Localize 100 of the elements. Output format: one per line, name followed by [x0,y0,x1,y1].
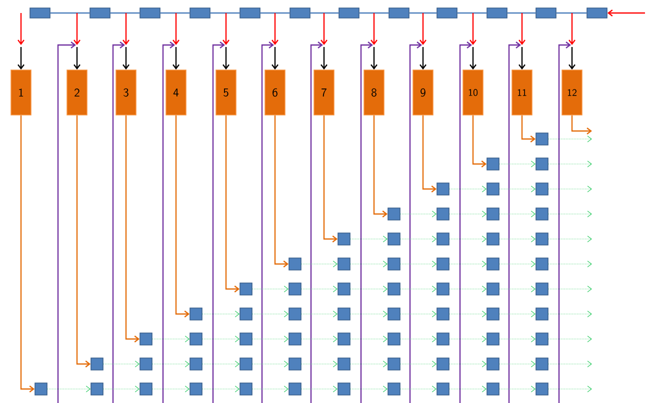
cell-box [436,182,450,196]
arrow [175,115,190,318]
arrow [499,360,536,368]
arrow [310,42,323,403]
arrow [222,47,230,70]
arrow [125,115,140,342]
arrow [252,286,289,292]
process-box: 8 [364,70,384,116]
arrow [499,386,536,392]
arrow [422,115,437,192]
process-box: 1 [10,70,32,116]
cell-box [536,308,548,320]
process-box: 11 [512,70,532,116]
cell-box [288,358,302,370]
cell-box [388,382,400,396]
arrow [548,336,592,342]
arrow [301,336,338,342]
arrow [373,115,388,218]
cell-box [436,258,450,270]
arrow [568,13,576,45]
cell-box [388,282,400,296]
bus-line [507,12,536,14]
arrow [499,236,536,242]
cell-box [140,382,152,396]
cell-box [190,332,202,346]
arrow [350,236,388,242]
arrow [548,210,592,218]
cell-box [436,232,450,246]
cell-box [486,158,500,170]
cell-box [536,132,548,146]
bus-line [260,12,290,14]
register-box [486,8,508,18]
cell-box [190,358,202,370]
register-box [190,8,210,18]
arrow [350,386,388,392]
cell-box [388,332,400,346]
cell-box [240,382,252,396]
arrow [449,286,487,292]
arrow [152,386,190,392]
bus-line [310,12,339,14]
cell-box [338,332,350,346]
arrow [222,13,230,45]
arrow [252,386,289,392]
cell-box [486,382,500,396]
arrow [172,47,180,70]
arrow [20,115,35,392]
cell-box [190,382,202,396]
cell-box [536,258,548,270]
cell-box [140,332,152,346]
cell-box [240,358,252,370]
register-box [140,8,160,18]
register-box [586,8,608,18]
cell-box [338,358,350,370]
bus-line [110,12,140,14]
arrow [350,310,388,318]
arrow [400,310,437,318]
arrow [499,336,536,342]
arrow [74,47,80,70]
arrow [518,47,526,70]
register-box [30,8,50,18]
cell-box [388,208,400,220]
cell-box [436,382,450,396]
arrow [162,42,175,403]
cell-box [288,382,302,396]
arrow [301,360,338,368]
cell-box [338,282,350,296]
cell-box [536,158,548,170]
arrow [370,13,378,45]
arrow [400,260,437,268]
arrow [459,42,472,403]
cell-box [288,282,302,296]
arrow [272,13,278,45]
arrow [548,360,592,368]
process-box: 6 [264,70,286,116]
arrow [548,286,592,292]
arrow [202,360,240,368]
arrow [499,310,536,318]
cell-box [536,358,548,370]
arrow [470,47,476,70]
bus-line [556,12,587,14]
register-box [240,8,260,18]
cell-box [486,258,500,270]
arrow [472,115,487,168]
arrow [301,260,338,268]
arrow [449,210,487,218]
cell-box [240,332,252,346]
arrow [103,386,140,392]
cell-box [436,332,450,346]
arrow [499,210,536,218]
cell-box [436,282,450,296]
arrow [548,260,592,268]
cell-box [338,232,350,246]
arrow [548,386,592,392]
arrow [449,310,487,318]
arrow [499,286,536,292]
process-box: 9 [412,70,434,116]
cell-box [536,282,548,296]
arrow [400,386,437,392]
cell-box [536,182,548,196]
arrow [320,13,328,45]
